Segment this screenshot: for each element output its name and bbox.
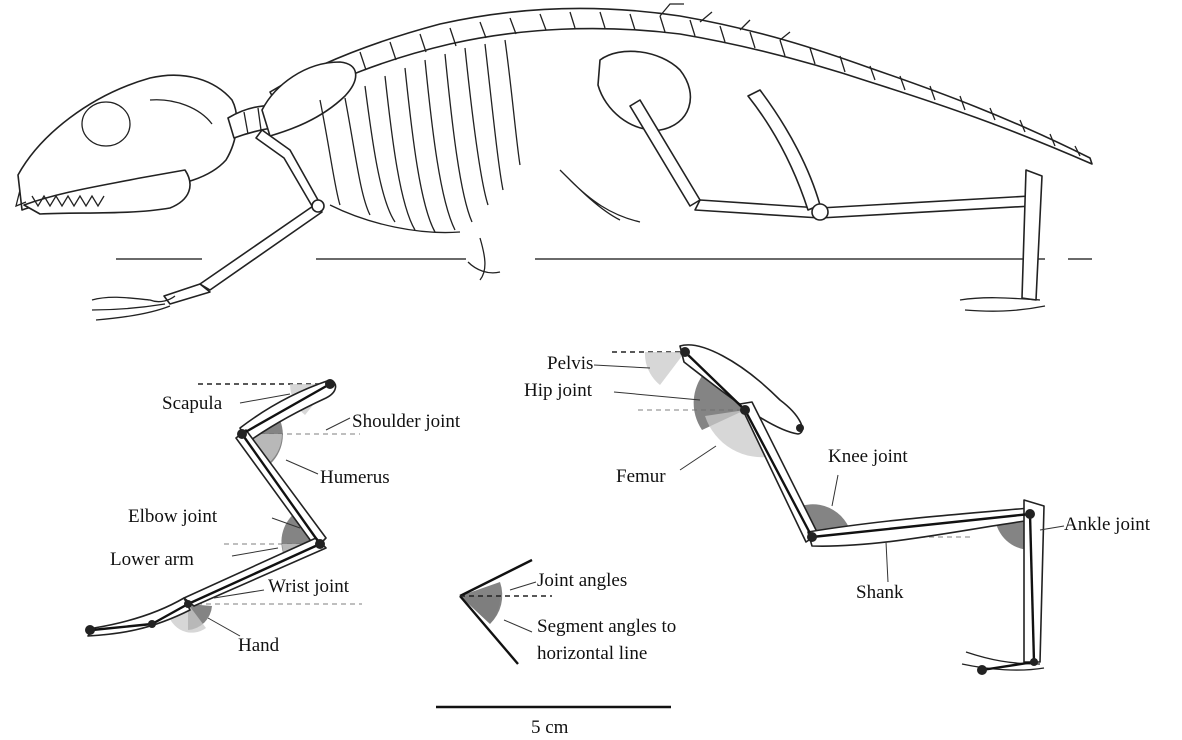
scale-bar: 5 cm bbox=[436, 707, 671, 738]
joint-marker bbox=[680, 347, 690, 357]
legend-segment-angles-line2: horizontal line bbox=[537, 643, 647, 664]
joint-marker bbox=[977, 665, 987, 675]
label-wrist-joint: Wrist joint bbox=[268, 576, 350, 597]
label-scapula: Scapula bbox=[162, 393, 223, 414]
label-elbow-joint: Elbow joint bbox=[128, 506, 218, 527]
label-pelvis: Pelvis bbox=[547, 353, 593, 374]
skull bbox=[16, 75, 237, 214]
joint-marker bbox=[85, 625, 95, 635]
label-femur: Femur bbox=[616, 466, 666, 487]
label-hip-joint: Hip joint bbox=[524, 380, 593, 401]
label-shank: Shank bbox=[856, 582, 904, 603]
foot-segment bbox=[982, 662, 1034, 670]
joint-marker bbox=[315, 539, 325, 549]
hindlimb-skeleton bbox=[560, 51, 1045, 311]
joint-marker bbox=[237, 429, 247, 439]
hand-bone bbox=[88, 598, 190, 636]
paw-detail bbox=[468, 238, 500, 280]
label-hand: Hand bbox=[238, 635, 280, 656]
joint-marker bbox=[796, 424, 804, 432]
label-ankle-joint: Ankle joint bbox=[1064, 514, 1151, 535]
angle-legend: Joint angles Segment angles to horizonta… bbox=[460, 560, 676, 664]
joint-marker bbox=[807, 532, 817, 542]
legend-joint-angles: Joint angles bbox=[537, 570, 627, 591]
segment-angle-sector bbox=[645, 352, 685, 385]
label-humerus: Humerus bbox=[320, 467, 390, 488]
humerus-segment bbox=[242, 434, 320, 544]
label-knee-joint: Knee joint bbox=[828, 446, 908, 467]
joint-marker bbox=[740, 405, 750, 415]
scapula-segment bbox=[242, 384, 330, 434]
joint-marker bbox=[325, 379, 335, 389]
forelimb-angle-diagram: Scapula Shoulder joint Humerus Elbow joi… bbox=[85, 379, 461, 656]
label-shoulder-joint: Shoulder joint bbox=[352, 411, 461, 432]
scale-bar-label: 5 cm bbox=[531, 717, 569, 738]
rib-cage bbox=[262, 40, 520, 233]
legend-segment-angles-line1: Segment angles to bbox=[537, 616, 676, 637]
skeleton-illustration bbox=[16, 4, 1092, 320]
joint-marker bbox=[148, 620, 156, 628]
joint-marker bbox=[1025, 509, 1035, 519]
label-lower-arm: Lower arm bbox=[110, 549, 194, 570]
joint-marker bbox=[184, 600, 192, 608]
joint-marker bbox=[1030, 658, 1038, 666]
